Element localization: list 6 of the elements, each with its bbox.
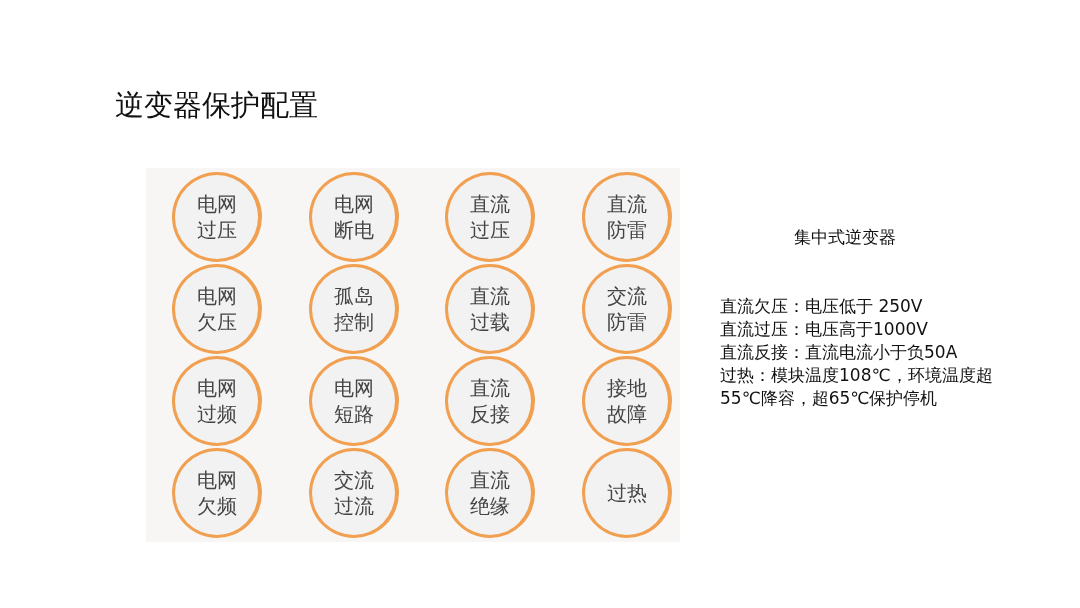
note-text: 直流欠压：电压低于 250V [720,295,924,318]
note-text: 直流反接：直流电流小于负50A [720,341,959,364]
note-text: 直流过压：电压高于1000V [720,318,929,341]
slide-title: 逆变器保护配置 [115,87,318,124]
note-text: 过热：模块温度108℃，环境温度超55℃降容，超65℃保护停机 [720,364,994,410]
panel-heading: 集中式逆变器 [794,226,897,249]
